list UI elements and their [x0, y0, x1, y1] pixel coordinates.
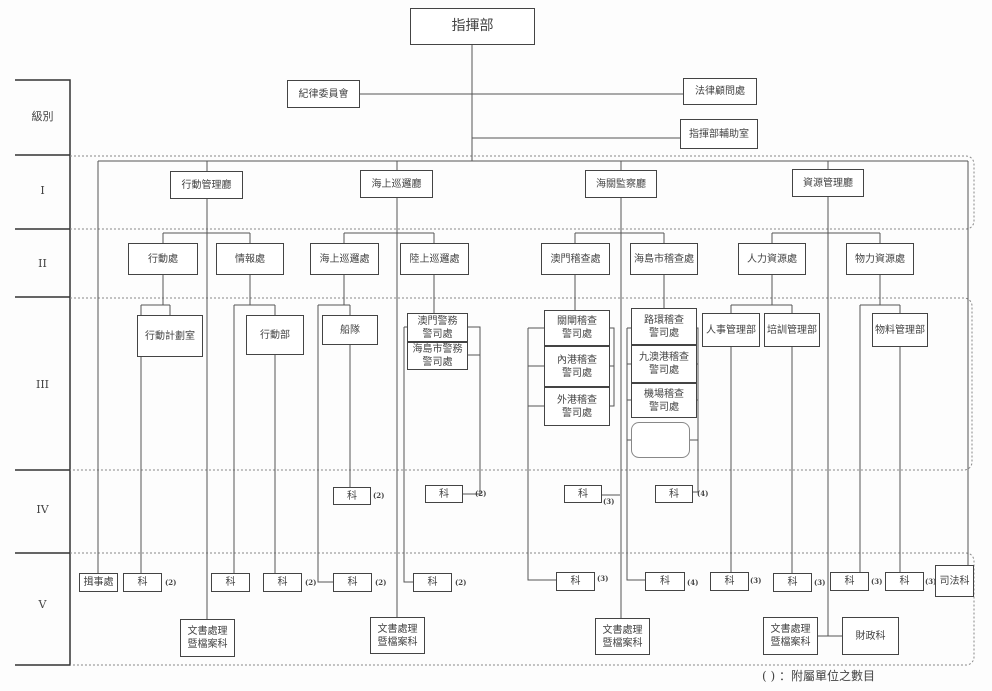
level5-box: 科 — [263, 573, 302, 592]
unit-count: (3) — [871, 577, 883, 586]
level5-box: 科 — [556, 572, 595, 591]
empty-placeholder-box — [631, 422, 690, 458]
discipline-committee-box: 紀律委員會 — [287, 80, 360, 108]
finance-section-box: 財政科 — [842, 617, 899, 655]
level-2-label: II — [38, 257, 47, 270]
unit-count: (3) — [603, 497, 615, 506]
level5-box: 科 — [710, 572, 749, 591]
unit-count: (2) — [455, 578, 467, 587]
level3-box: 海島市警務警司處 — [407, 342, 468, 370]
level3-box: 行動計劃室 — [137, 315, 203, 357]
unit-count: (4) — [687, 578, 699, 587]
level3-box: 澳門警務警司處 — [407, 313, 468, 342]
level1-box: 資源管理廳 — [792, 169, 864, 197]
unit-count: (3) — [814, 578, 826, 587]
level3-box: 機場稽查警司處 — [631, 383, 697, 418]
level-5-label: V — [38, 598, 47, 611]
unit-count: (3) — [597, 574, 609, 583]
level-header: 級別 — [31, 110, 54, 123]
unit-count: (4) — [697, 489, 709, 498]
level2-box: 情報處 — [216, 243, 284, 275]
level3-box: 九澳港稽查警司處 — [631, 345, 697, 383]
level2-box: 人力資源處 — [738, 243, 806, 275]
unit-count: (2) — [165, 578, 177, 587]
level2-box: 海島市稽查處 — [630, 243, 698, 275]
unit-count: (3) — [750, 576, 762, 585]
level3-box: 內港稽查警司處 — [544, 346, 610, 387]
level2-box: 澳門稽查處 — [541, 243, 610, 275]
level5-box: 科 — [645, 572, 685, 591]
level3-box: 行動部 — [246, 315, 304, 355]
level2-box: 陸上巡邏處 — [400, 243, 469, 275]
level3-box: 關閘稽查警司處 — [544, 310, 610, 346]
unit-count: (2) — [375, 578, 387, 587]
level1-box: 海關監察廳 — [585, 170, 657, 198]
command-box: 指揮部 — [410, 8, 535, 45]
unit-count: (2) — [373, 491, 385, 500]
level5-box: 科 — [773, 573, 812, 592]
level4-section-box: 科 — [333, 487, 371, 505]
level3-box: 物料管理部 — [872, 313, 928, 347]
level4-section-box: 科 — [425, 485, 463, 503]
records-section-box: 文書處理暨檔案科 — [370, 617, 425, 654]
level5-box: 科 — [885, 572, 924, 591]
level5-box: 科 — [333, 573, 372, 592]
level2-box: 行動處 — [128, 243, 198, 275]
level5-box: 科 — [211, 573, 250, 592]
level3-box: 船隊 — [322, 315, 378, 345]
legend: ( ) ：附屬單位之數目 — [762, 669, 875, 683]
records-section-box: 文書處理暨檔案科 — [595, 618, 650, 655]
level-3-label: III — [35, 378, 50, 391]
level3-box: 外港稽查警司處 — [544, 387, 610, 426]
unit-count: (2) — [305, 578, 317, 587]
level3-box: 培訓管理部 — [764, 313, 820, 347]
level2-box: 海上巡邏處 — [310, 243, 379, 275]
level1-box: 海上巡邏廳 — [360, 170, 433, 198]
records-section-box: 文書處理暨檔案科 — [763, 617, 818, 655]
level-1-label: I — [40, 184, 45, 197]
level5-box: 揖事處 — [79, 573, 118, 592]
level1-box: 行動管理廳 — [170, 171, 243, 199]
level3-box: 人事管理部 — [702, 313, 760, 347]
level5-box: 科 — [830, 572, 869, 591]
unit-count: (2) — [475, 489, 487, 498]
unit-count: (3) — [925, 577, 937, 586]
level5-box: 科 — [123, 573, 162, 592]
level2-box: 物力資源處 — [846, 243, 914, 275]
level5-box: 科 — [413, 573, 452, 592]
level-4-label: IV — [36, 503, 49, 516]
level3-box: 路環稽查警司處 — [631, 308, 697, 345]
records-section-box: 文書處理暨檔案科 — [180, 619, 235, 657]
command-support-box: 指揮部輔助室 — [680, 119, 758, 149]
level4-section-box: 科 — [655, 485, 693, 503]
level4-section-box: 科 — [564, 485, 602, 503]
legal-advisor-box: 法律顧問處 — [683, 78, 757, 105]
judicial-section-box: 司法科 — [935, 565, 974, 597]
